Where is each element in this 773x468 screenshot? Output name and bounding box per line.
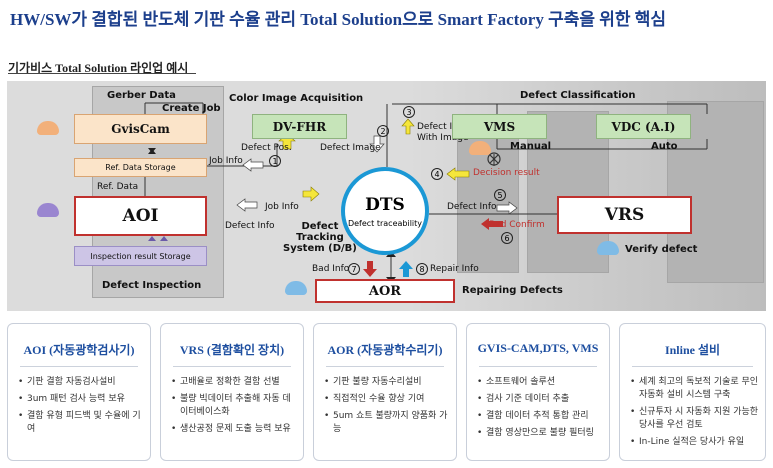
section-subtitle: 기가비스 Total Solution 라인업 예시 <box>8 61 189 75</box>
repair-info-label: Repair Info <box>430 264 479 274</box>
job-info-2-label: Job Info <box>265 202 299 212</box>
step-number-2: 2 <box>377 125 389 137</box>
aor-box: AOR <box>315 279 455 303</box>
card-divider <box>479 366 597 367</box>
list-item: 기판 불량 자동수리설비 <box>324 376 450 389</box>
card-title: AOR (자동광학수리기) <box>327 343 443 357</box>
step-number-5: 5 <box>494 189 506 201</box>
subtitle-underline <box>8 73 196 74</box>
list-item: 결함 유형 피드백 및 수율에 기여 <box>18 410 144 436</box>
operator-face-icon <box>37 203 59 217</box>
operator-face-icon <box>37 121 59 135</box>
operator-face-icon <box>469 141 491 155</box>
step-number-7: 7 <box>348 263 360 275</box>
dts-subtitle: Defect traceability <box>347 219 423 228</box>
defect-info-vrs-label: Defect Info <box>447 202 497 212</box>
card-title: AOI (자동광학검사기) <box>23 343 135 357</box>
dts-hub: DTS Defect traceability <box>341 167 429 255</box>
card-vrs: VRS (결함확인 장치) 고배율로 정확한 결함 선별 불량 빅데이터 추출해… <box>160 323 304 461</box>
step-number-8: 8 <box>416 263 428 275</box>
connector-lines <box>144 102 708 283</box>
list-item: 생산공정 문제 도출 능력 보유 <box>171 423 297 436</box>
step-number-6: 6 <box>501 232 513 244</box>
ref-data-label: Ref. Data <box>97 182 139 192</box>
lineup-diagram: Gerber Data Create Job GvisCam Ref. Data… <box>7 81 766 311</box>
list-item: 고배율로 정확한 결함 선별 <box>171 376 297 389</box>
list-item: 세계 최고의 독보적 기술로 무인자동화 설비 시스템 구축 <box>630 376 759 402</box>
card-list: 기판 결함 자동검사설비 3um 패턴 검사 능력 보유 결함 유형 피드백 및… <box>18 376 144 440</box>
list-item: 신규투자 시 자동화 지원 가능한 당사를 우선 검토 <box>630 406 759 432</box>
list-item: 불량 빅데이터 추출해 자동 데이터베이스화 <box>171 393 297 419</box>
card-inline: Inline 설비 세계 최고의 독보적 기술로 무인자동화 설비 시스템 구축… <box>619 323 766 461</box>
dts-title: DTS <box>365 195 405 215</box>
defect-image-label: Defect Image <box>320 143 381 153</box>
list-item: 기판 결함 자동검사설비 <box>18 376 144 389</box>
card-divider <box>632 366 753 367</box>
auto-label: Auto <box>651 141 678 152</box>
defect-tracking-label: Defect Tracking System (D/B) <box>283 221 357 254</box>
card-divider <box>326 366 444 367</box>
step-number-4: 4 <box>431 168 443 180</box>
bad-info-label: Bad Info <box>312 264 350 274</box>
create-job-label: Create Job <box>162 103 221 114</box>
operator-face-icon <box>597 241 619 255</box>
vms-box: VMS <box>452 114 547 139</box>
inspection-storage-box: Inspection result Storage <box>74 246 207 266</box>
list-item: 5um 쇼트 불량까지 양품화 가능 <box>324 410 450 436</box>
card-software: GVIS-CAM,DTS, VMS 소프트웨어 솔루션 검사 기준 데이터 추출… <box>466 323 610 461</box>
page-title: HW/SW가 결합된 반도체 기판 수율 관리 Total Solution으로… <box>10 10 667 29</box>
job-info-1-label: Job Info <box>209 156 243 166</box>
list-item: 결함 영상만으로 불량 필터링 <box>477 427 603 440</box>
card-title: VRS (결함확인 장치) <box>179 343 285 357</box>
card-aor: AOR (자동광학수리기) 기판 불량 자동수리설비 직접적인 수율 향상 기여… <box>313 323 457 461</box>
card-list: 세계 최고의 독보적 기술로 무인자동화 설비 시스템 구축 신규투자 시 자동… <box>630 376 759 453</box>
operator-face-icon <box>285 281 307 295</box>
card-list: 소프트웨어 솔루션 검사 기준 데이터 추출 결함 데이터 추적 통합 관리 결… <box>477 376 603 444</box>
defect-pos-label: Defect Pos. <box>241 143 292 153</box>
list-item: 3um 패턴 검사 능력 보유 <box>18 393 144 406</box>
list-item: 결함 데이터 추적 통합 관리 <box>477 410 603 423</box>
vrs-box: VRS <box>557 196 692 234</box>
step-number-1: 1 <box>269 155 281 167</box>
color-image-acquisition-label: Color Image Acquisition <box>229 93 364 104</box>
card-divider <box>20 366 138 367</box>
list-item: 소프트웨어 솔루션 <box>477 376 603 389</box>
card-aoi: AOI (자동광학검사기) 기판 결함 자동검사설비 3um 패턴 검사 능력 … <box>7 323 151 461</box>
decision-result-label: Decision result <box>473 168 540 178</box>
card-title: GVIS-CAM,DTS, VMS <box>477 341 599 355</box>
dvfhr-box: DV-FHR <box>252 114 347 139</box>
step-number-3: 3 <box>403 106 415 118</box>
ref-data-storage-box: Ref. Data Storage <box>74 158 207 177</box>
list-item: 직접적인 수율 향상 기여 <box>324 393 450 406</box>
product-cards: AOI (자동광학검사기) 기판 결함 자동검사설비 3um 패턴 검사 능력 … <box>7 323 766 463</box>
aoi-box: AOI <box>74 196 207 236</box>
bad-confirm-label: Bad Confirm <box>489 220 545 230</box>
repairing-defects-label: Repairing Defects <box>462 285 563 296</box>
defect-classification-label: Defect Classification <box>520 90 636 101</box>
card-list: 고배율로 정확한 결함 선별 불량 빅데이터 추출해 자동 데이터베이스화 생산… <box>171 376 297 440</box>
manual-label: Manual <box>510 141 552 152</box>
vdc-box: VDC (A.I) <box>596 114 691 139</box>
card-title: Inline 설비 <box>664 343 721 357</box>
list-item: 검사 기준 데이터 추출 <box>477 393 603 406</box>
card-divider <box>173 366 291 367</box>
gerber-data-label: Gerber Data <box>107 90 176 101</box>
verify-defect-label: Verify defect <box>625 244 698 255</box>
gviscam-box: GvisCam <box>74 114 207 144</box>
defect-info-aoi-label: Defect Info <box>225 221 275 231</box>
defect-inspection-label: Defect Inspection <box>102 280 202 291</box>
card-list: 기판 불량 자동수리설비 직접적인 수율 향상 기여 5um 쇼트 불량까지 양… <box>324 376 450 440</box>
list-item: In-Line 실적은 당사가 유일 <box>630 436 759 449</box>
